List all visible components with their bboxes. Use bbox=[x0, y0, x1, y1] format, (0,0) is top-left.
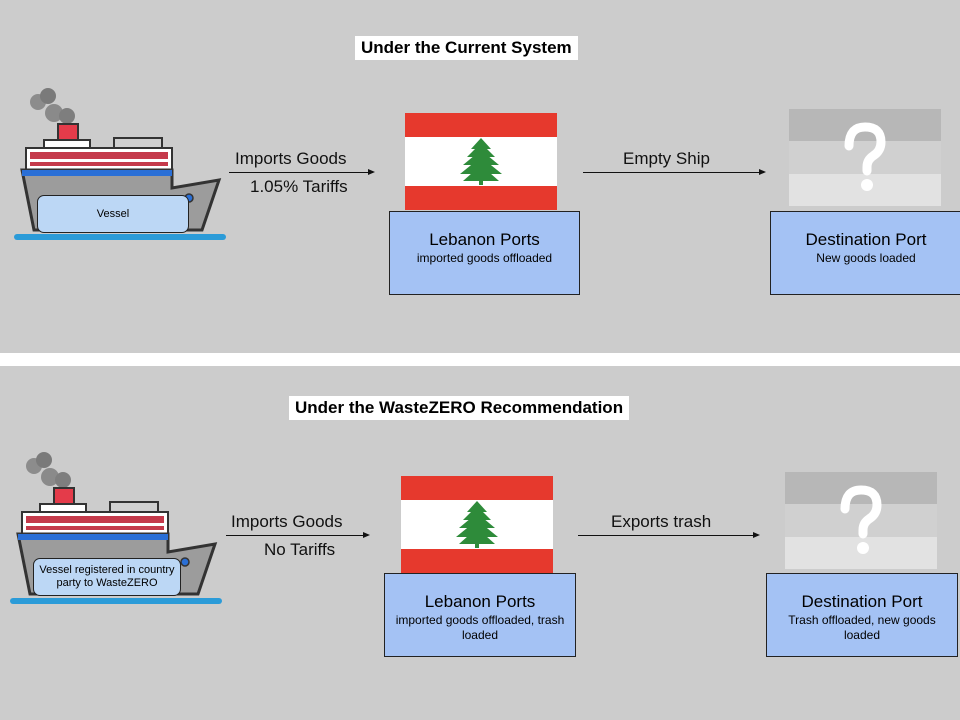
smoke-puff bbox=[36, 452, 52, 468]
vessel-label: Vessel bbox=[37, 195, 189, 233]
red-stripe bbox=[26, 526, 164, 530]
water bbox=[14, 234, 226, 240]
port-name: Lebanon Ports bbox=[429, 230, 540, 249]
question-mark-icon bbox=[844, 122, 886, 191]
flag-stripe bbox=[401, 476, 553, 500]
wastezero-panel: Under the WasteZERO Recommendation Vesse… bbox=[0, 366, 960, 720]
port-name: Destination Port bbox=[805, 230, 927, 249]
lebanon-flag-icon bbox=[401, 476, 553, 573]
destination-port-box: Destination Port New goods loaded bbox=[770, 211, 960, 295]
arrow-right-icon bbox=[229, 169, 375, 175]
question-mark-icon bbox=[840, 485, 882, 554]
vessel-label: Vessel registered in country party to Wa… bbox=[33, 558, 181, 596]
arrow-right-icon bbox=[583, 169, 766, 175]
arrow-sublabel: 1.05% Tariffs bbox=[250, 177, 348, 196]
port-description: New goods loaded bbox=[816, 251, 916, 265]
smoke-puff bbox=[55, 472, 71, 488]
lebanon-ports-box: Lebanon Ports imported goods offloaded, … bbox=[384, 573, 576, 657]
hull-stripe bbox=[22, 170, 172, 176]
red-stripe bbox=[30, 162, 168, 166]
arrow-label: Exports trash bbox=[611, 512, 712, 531]
red-stripe bbox=[26, 516, 164, 523]
arrow-label: Imports Goods bbox=[235, 149, 347, 168]
smoke-puff bbox=[59, 108, 75, 124]
flag-stripe bbox=[401, 549, 553, 573]
unknown-flag-icon bbox=[789, 109, 941, 206]
port-description: Trash offloaded, new goods loaded bbox=[788, 613, 936, 642]
arrow-right-icon bbox=[226, 532, 370, 538]
port-name: Destination Port bbox=[801, 592, 923, 611]
hull-stripe bbox=[18, 534, 168, 540]
lebanon-ports-box: Lebanon Ports imported goods offloaded bbox=[389, 211, 580, 295]
arrow-sublabel: No Tariffs bbox=[264, 540, 336, 559]
cedar-icon bbox=[460, 138, 502, 185]
cedar-icon bbox=[456, 501, 498, 548]
destination-port-box: Destination Port Trash offloaded, new go… bbox=[766, 573, 958, 657]
porthole bbox=[180, 557, 190, 567]
red-stripe bbox=[30, 152, 168, 159]
smoke-puff bbox=[45, 104, 63, 122]
port-description: imported goods offloaded bbox=[416, 251, 553, 265]
lebanon-flag-icon bbox=[405, 113, 557, 210]
port-description: imported goods offloaded, trash loaded bbox=[395, 613, 565, 642]
current-system-panel: Under the Current System Vessel Imports … bbox=[0, 0, 960, 353]
port-name: Lebanon Ports bbox=[424, 592, 536, 611]
flag-stripe bbox=[405, 113, 557, 137]
water bbox=[10, 598, 222, 604]
smoke-puff bbox=[41, 468, 59, 486]
arrow-label: Imports Goods bbox=[231, 512, 343, 531]
unknown-flag-icon bbox=[785, 472, 937, 569]
panel-title: Under the WasteZERO Recommendation bbox=[289, 396, 630, 420]
arrow-label: Empty Ship bbox=[623, 149, 710, 168]
arrow-right-icon bbox=[578, 532, 760, 538]
smoke-puff bbox=[40, 88, 56, 104]
flag-stripe bbox=[405, 186, 557, 210]
panel-title: Under the Current System bbox=[355, 36, 578, 60]
